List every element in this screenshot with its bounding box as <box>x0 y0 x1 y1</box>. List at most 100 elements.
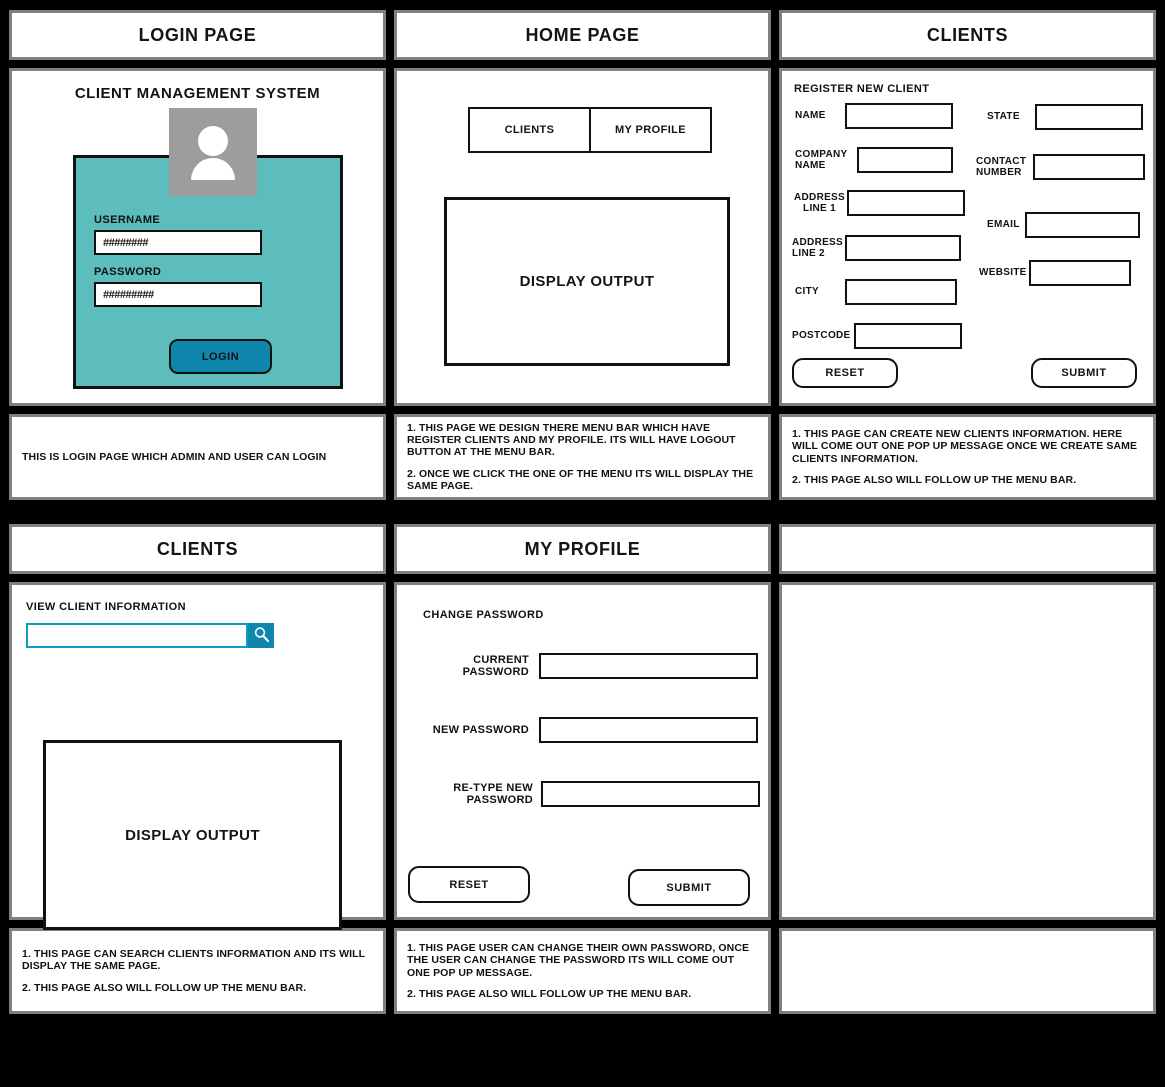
note-line: 2. THIS PAGE ALSO WILL FOLLOW UP THE MEN… <box>22 981 307 994</box>
field-label: NAME <box>795 110 826 122</box>
home-menu-bar: CLIENTS MY PROFILE <box>468 107 712 153</box>
field-company-name: COMPANY NAME <box>795 147 953 173</box>
note-line: 2. ONCE WE CLICK THE ONE OF THE MENU ITS… <box>407 467 754 493</box>
search-row <box>26 623 274 648</box>
field-label: RE-TYPE NEW PASSWORD <box>453 782 533 806</box>
user-avatar-icon <box>169 108 257 196</box>
note-view-clients: 1. THIS PAGE CAN SEARCH CLIENTS INFORMAT… <box>9 928 386 1014</box>
view-form-heading: VIEW CLIENT INFORMATION <box>26 601 186 613</box>
field-input[interactable] <box>857 147 953 173</box>
field-contact-number: CONTACT NUMBER <box>976 154 1145 180</box>
field-website: WEBSITE <box>979 260 1131 286</box>
reset-button[interactable]: RESET <box>792 358 898 388</box>
field-input[interactable] <box>539 653 758 679</box>
panel-title-text: CLIENTS <box>926 24 1009 45</box>
field-state: STATE <box>987 104 1143 130</box>
password-input[interactable]: ######### <box>94 282 262 307</box>
row-spacer <box>9 500 1156 524</box>
field-new-password: NEW PASSWORD <box>411 717 758 743</box>
field-address-line-2: ADDRESS LINE 2 <box>792 235 961 261</box>
menu-tab-clients[interactable]: CLIENTS <box>468 107 591 153</box>
panel-title-text: CLIENTS <box>156 538 239 559</box>
field-label: POSTCODE <box>792 330 851 342</box>
login-page-panel: CLIENT MANAGEMENT SYSTEM USERNAME ######… <box>9 68 386 406</box>
field-postcode: POSTCODE <box>792 323 962 349</box>
field-label: STATE <box>987 111 1020 123</box>
field-city: CITY <box>795 279 957 305</box>
my-profile-panel: CHANGE PASSWORD CURRENT PASSWORD NEW PAS… <box>394 582 771 920</box>
field-current-password: CURRENT PASSWORD <box>411 653 758 679</box>
note-line: 2. THIS PAGE ALSO WILL FOLLOW UP THE MEN… <box>792 473 1077 486</box>
field-input[interactable] <box>1029 260 1131 286</box>
note-line: 1. THIS PAGE WE DESIGN THERE MENU BAR WH… <box>407 421 736 459</box>
field-label: CITY <box>795 286 819 298</box>
note-register-clients: 1. THIS PAGE CAN CREATE NEW CLIENTS INFO… <box>779 414 1156 500</box>
empty-panel <box>779 582 1156 920</box>
note-home-page: 1. THIS PAGE WE DESIGN THERE MENU BAR WH… <box>394 414 771 500</box>
submit-button[interactable]: SUBMIT <box>628 869 750 906</box>
panel-title-home: HOME PAGE <box>394 10 771 60</box>
field-input[interactable] <box>845 235 961 261</box>
column-my-profile: MY PROFILE CHANGE PASSWORD CURRENT PASSW… <box>394 524 771 1014</box>
cms-heading: CLIENT MANAGEMENT SYSTEM <box>74 85 321 102</box>
field-input[interactable] <box>1025 212 1140 238</box>
column-empty-placeholder <box>779 524 1156 1014</box>
panel-title-clients-register: CLIENTS <box>779 10 1156 60</box>
change-password-heading: CHANGE PASSWORD <box>423 609 544 621</box>
panel-title-login: LOGIN PAGE <box>9 10 386 60</box>
field-input[interactable] <box>1033 154 1145 180</box>
column-home-page: HOME PAGE CLIENTS MY PROFILE DISPLAY OUT… <box>394 10 771 500</box>
password-label: PASSWORD <box>94 266 162 278</box>
note-line: THIS IS LOGIN PAGE WHICH ADMIN AND USER … <box>22 450 327 463</box>
column-register-clients: CLIENTS REGISTER NEW CLIENT NAME COMPANY… <box>779 10 1156 500</box>
field-name: NAME <box>795 103 953 129</box>
field-label: NEW PASSWORD <box>432 724 529 736</box>
field-input[interactable] <box>1035 104 1143 130</box>
note-line: 2. THIS PAGE ALSO WILL FOLLOW UP THE MEN… <box>407 987 692 1000</box>
wireframe-row-1: LOGIN PAGE CLIENT MANAGEMENT SYSTEM USER… <box>9 10 1156 500</box>
search-icon <box>253 626 270 646</box>
field-label: ADDRESS LINE 1 <box>794 191 845 214</box>
register-client-panel: REGISTER NEW CLIENT NAME COMPANY NAME AD… <box>779 68 1156 406</box>
note-my-profile: 1. THIS PAGE USER CAN CHANGE THEIR OWN P… <box>394 928 771 1014</box>
field-email: EMAIL <box>987 212 1140 238</box>
menu-tab-my-profile[interactable]: MY PROFILE <box>589 107 712 153</box>
note-line: 1. THIS PAGE USER CAN CHANGE THEIR OWN P… <box>407 941 750 979</box>
panel-title-text: LOGIN PAGE <box>138 24 257 45</box>
display-output-area: DISPLAY OUTPUT <box>444 197 730 366</box>
register-form-heading: REGISTER NEW CLIENT <box>794 83 930 95</box>
note-line: 1. THIS PAGE CAN CREATE NEW CLIENTS INFO… <box>792 427 1138 465</box>
display-output-area: DISPLAY OUTPUT <box>43 740 342 930</box>
panel-title-text: MY PROFILE <box>524 538 641 559</box>
search-button[interactable] <box>248 623 274 648</box>
panel-title-text: HOME PAGE <box>525 24 640 45</box>
field-label: CURRENT PASSWORD <box>462 654 529 678</box>
view-clients-panel: VIEW CLIENT INFORMATION DISPLAY OUTPUT <box>9 582 386 930</box>
column-login-page: LOGIN PAGE CLIENT MANAGEMENT SYSTEM USER… <box>9 10 386 500</box>
submit-button[interactable]: SUBMIT <box>1031 358 1137 388</box>
note-empty <box>779 928 1156 1014</box>
field-input[interactable] <box>539 717 758 743</box>
field-input[interactable] <box>854 323 962 349</box>
field-retype-new-password: RE-TYPE NEW PASSWORD <box>405 781 760 807</box>
note-line: 1. THIS PAGE CAN SEARCH CLIENTS INFORMAT… <box>22 947 365 973</box>
username-input[interactable]: ######## <box>94 230 262 255</box>
panel-title-clients-view: CLIENTS <box>9 524 386 574</box>
field-input[interactable] <box>541 781 760 807</box>
wireframe-row-2: CLIENTS VIEW CLIENT INFORMATION <box>9 524 1156 1014</box>
reset-button[interactable]: RESET <box>408 866 530 903</box>
username-label: USERNAME <box>94 214 161 226</box>
field-label: EMAIL <box>987 219 1020 231</box>
column-view-clients: CLIENTS VIEW CLIENT INFORMATION <box>9 524 386 1014</box>
home-page-panel: CLIENTS MY PROFILE DISPLAY OUTPUT <box>394 68 771 406</box>
field-label: WEBSITE <box>979 267 1027 279</box>
panel-title-my-profile: MY PROFILE <box>394 524 771 574</box>
field-input[interactable] <box>845 103 953 129</box>
field-label: ADDRESS LINE 2 <box>792 236 843 259</box>
field-input[interactable] <box>847 190 965 216</box>
search-input[interactable] <box>26 623 248 648</box>
field-label: CONTACT NUMBER <box>976 155 1027 178</box>
note-login-page: THIS IS LOGIN PAGE WHICH ADMIN AND USER … <box>9 414 386 500</box>
login-button[interactable]: LOGIN <box>169 339 272 374</box>
field-input[interactable] <box>845 279 957 305</box>
